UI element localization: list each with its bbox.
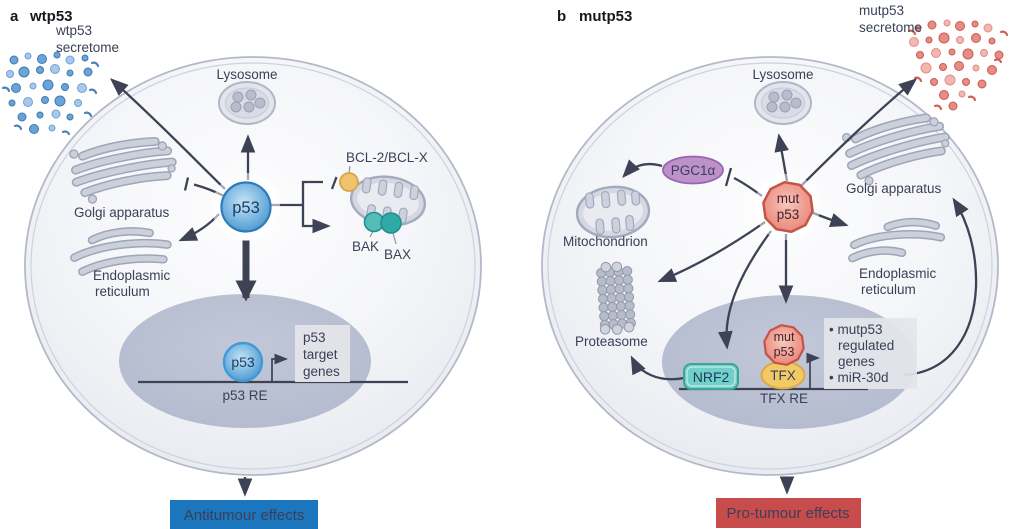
er-label-b-1: Endoplasmic xyxy=(859,266,937,281)
wtp53-secretome-dots xyxy=(1,51,100,136)
golgi-label-b: Golgi apparatus xyxy=(846,181,942,196)
arrow-mir30d-to-golgi xyxy=(903,197,978,377)
pgc1a-protein xyxy=(662,155,724,185)
proteasome-organelle xyxy=(596,261,636,335)
mutp53-secretome-label-2: secretome xyxy=(859,20,922,35)
target-genes-line2: target xyxy=(303,347,338,362)
er-organelle-b xyxy=(848,217,946,263)
panel-a: a wtp53 wtp53 secretome Lysosome Golgi a… xyxy=(1,8,482,529)
golgi-label-a: Golgi apparatus xyxy=(74,205,170,220)
golgi-organelle-b xyxy=(841,113,950,186)
protumour-effects-box xyxy=(716,498,861,528)
target-genes-box xyxy=(295,325,350,382)
wtp53-secretome-label-2: secretome xyxy=(56,40,119,55)
er-label-a-2: reticulum xyxy=(95,284,150,299)
golgi-organelle xyxy=(69,136,177,204)
cell-membrane-inner-b xyxy=(547,62,993,470)
wtp53-secretome-label-1: wtp53 xyxy=(55,23,92,38)
inhibit-bar-golgi xyxy=(183,177,190,191)
mutp53-protein xyxy=(762,180,814,234)
arrow-mutp53-to-lysosome xyxy=(774,133,789,182)
transcription-arrow-a xyxy=(271,353,289,381)
inhibit-bar-bcl xyxy=(330,176,338,190)
lysosome-organelle xyxy=(218,81,276,125)
er-organelle xyxy=(70,227,172,276)
bax-protein xyxy=(380,212,402,234)
panel-b-arrows xyxy=(622,78,978,495)
bcl2-protein xyxy=(339,172,359,192)
arrow-nrf2-to-proteasome xyxy=(630,355,685,381)
nuclear-mutp53-label-1: mut xyxy=(774,330,795,344)
arrow-mutp53-to-proteasome xyxy=(657,221,766,283)
nuclear-mutp53-label-2: p53 xyxy=(774,345,795,359)
antitumour-effects-label: Antitumour effects xyxy=(184,507,305,524)
pgc1a-label: PGC1α xyxy=(671,163,716,178)
er-label-a-1: Endoplasmic xyxy=(93,268,171,283)
er-label-b-2: reticulum xyxy=(861,282,916,297)
antitumour-effects-box xyxy=(170,500,318,529)
cell-membrane-inner xyxy=(30,62,476,470)
fork-branch-bcl xyxy=(301,180,323,205)
lysosome-organelle-b xyxy=(754,81,812,125)
arrow-pgc1a-to-mitochondrion xyxy=(622,159,663,179)
nuclear-p53-label: p53 xyxy=(231,354,255,370)
tfx-re-label: TFX RE xyxy=(760,391,808,406)
panel-b-title: mutp53 xyxy=(579,8,632,25)
panel-a-title: wtp53 xyxy=(29,8,73,25)
nuclear-p53-protein xyxy=(222,341,264,383)
mutp53-secretome-label-1: mutp53 xyxy=(859,3,904,18)
lysosome-label-a: Lysosome xyxy=(216,67,277,82)
p53-re-label: p53 RE xyxy=(222,388,267,403)
arrow-p53-to-secretome xyxy=(109,78,226,190)
mitochondrion-label: Mitochondrion xyxy=(563,234,648,249)
p53-protein xyxy=(220,181,272,233)
regulated-genes-line4: • miR-30d xyxy=(829,370,889,385)
target-genes-line3: genes xyxy=(303,364,340,379)
bak-label: BAK xyxy=(352,239,379,254)
proteasome-label: Proteasome xyxy=(575,334,648,349)
arrow-mutp53-to-secretome xyxy=(800,78,918,187)
regulated-genes-line2: regulated xyxy=(838,338,894,353)
tfx-label: TFX xyxy=(770,368,796,383)
nrf2-protein xyxy=(683,363,739,390)
bax-label: BAX xyxy=(384,247,411,262)
panel-b: b mutp53 mutp53 secretome Lysosome PGC1α… xyxy=(541,3,1009,528)
arrow-mutp53-to-nrf2 xyxy=(718,230,772,350)
regulated-genes-box xyxy=(824,318,917,389)
panel-a-arrows xyxy=(109,78,338,497)
p53-label: p53 xyxy=(232,199,260,217)
nrf2-label: NRF2 xyxy=(693,369,730,385)
mutp53-label-1: mut xyxy=(777,191,800,206)
nrf2-highlight xyxy=(686,366,736,387)
mutp53-secretome-dots xyxy=(907,19,1009,111)
arrow-to-bakbax xyxy=(301,205,331,234)
lysosome-label-b: Lysosome xyxy=(752,67,813,82)
mitochondrion-organelle-b xyxy=(575,185,651,239)
regulated-genes-line3: genes xyxy=(838,354,875,369)
panel-a-letter: a xyxy=(10,8,19,25)
regulated-genes-line1: • mutp53 xyxy=(829,322,883,337)
inhibit-bar-pgc1a xyxy=(724,167,733,187)
panel-b-letter: b xyxy=(557,8,566,25)
bcl-label: BCL-2/BCL-X xyxy=(346,150,428,165)
nuclear-mutp53-protein xyxy=(763,324,805,366)
mutp53-label-2: p53 xyxy=(777,207,800,222)
transcription-arrow-b xyxy=(806,352,821,388)
protumour-effects-label: Pro-tumour effects xyxy=(726,505,849,522)
target-genes-line1: p53 xyxy=(303,330,326,345)
